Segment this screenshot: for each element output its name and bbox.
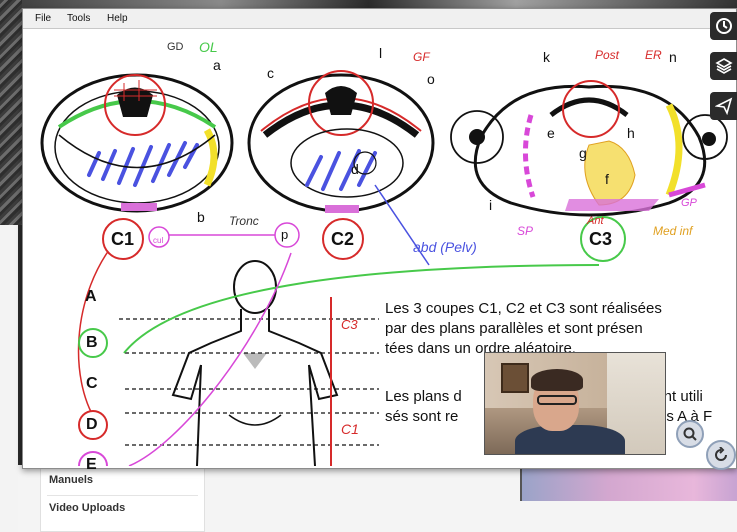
note-ol: OL	[199, 37, 218, 57]
webcam-person-body	[515, 425, 625, 455]
menu-file[interactable]: File	[35, 13, 51, 24]
part-letter-l: l	[379, 43, 382, 63]
panel-link-video-uploads[interactable]: Video Uploads	[49, 502, 125, 514]
part-letter-c: c	[267, 63, 274, 83]
note-gd: GD	[167, 37, 184, 57]
menu-tools[interactable]: Tools	[67, 13, 90, 24]
paragraph2-line1a: Les plans d	[385, 387, 462, 407]
background-image-bottom-right	[520, 465, 737, 501]
plane-label-b: B	[86, 333, 98, 353]
part-letter-f: f	[605, 169, 609, 189]
label-c2: C2	[331, 229, 354, 249]
webcam-video[interactable]	[484, 352, 666, 455]
menu-panel: Manuels Video Uploads	[40, 468, 205, 532]
clock-icon	[715, 17, 733, 35]
layers-button[interactable]	[710, 52, 737, 80]
note-abd: abd (Pelv)	[413, 237, 477, 257]
background-page-left	[0, 225, 18, 532]
plane-label-a: A	[85, 287, 97, 307]
webcam-picture-frame	[501, 363, 529, 393]
part-letter-b: b	[197, 207, 205, 227]
background-image-left	[0, 0, 22, 225]
section-c2-drawing	[249, 71, 433, 213]
panel-link-manuels[interactable]: Manuels	[49, 474, 93, 486]
note-sp: SP	[517, 221, 533, 241]
webcam-person-hair	[531, 369, 583, 391]
webcam-person-glasses	[537, 395, 577, 405]
rotate-icon	[713, 447, 729, 463]
note-ant: Ant	[587, 211, 604, 231]
rotate-button[interactable]	[706, 440, 736, 470]
note-er: ER	[645, 45, 662, 65]
paper-plane-icon	[715, 97, 733, 115]
part-letter-g: g	[579, 143, 587, 163]
send-button[interactable]	[710, 92, 737, 120]
part-letter-e: e	[547, 123, 555, 143]
menu-help[interactable]: Help	[107, 13, 128, 24]
zoom-button[interactable]	[676, 420, 704, 448]
magnifier-icon	[682, 426, 698, 442]
paragraph1-line2: par des plans parallèles et sont présen	[385, 319, 643, 339]
part-letter-o: o	[427, 69, 435, 89]
panel-divider	[47, 495, 198, 496]
section-planes	[119, 319, 379, 445]
paragraph1-line1: Les 3 coupes C1, C2 et C3 sont réalisées	[385, 299, 662, 319]
note-c3-side: C3	[341, 315, 358, 335]
part-letter-p: p	[281, 225, 288, 245]
part-letter-d: d	[351, 159, 359, 179]
note-med-inf: Med inf	[653, 221, 692, 241]
layers-icon	[715, 57, 733, 75]
note-gf: GF	[413, 47, 430, 67]
section-c1-drawing	[42, 75, 232, 211]
background-image-top	[0, 0, 737, 8]
label-c1: C1	[111, 229, 134, 249]
label-c3: C3	[589, 229, 612, 249]
plane-label-c: C	[86, 374, 98, 394]
part-letter-n: n	[669, 47, 677, 67]
note-c1-side: C1	[341, 419, 359, 439]
note-tronc: Tronc	[229, 211, 259, 231]
history-button[interactable]	[710, 12, 737, 40]
note-gp: GP	[681, 193, 697, 213]
connector-p-e	[129, 253, 291, 466]
part-letter-i: i	[489, 195, 492, 215]
menu-bar: File Tools Help	[23, 9, 736, 29]
part-letter-a: a	[213, 55, 221, 75]
part-letter-k: k	[543, 47, 550, 67]
paragraph2-line2a: sés sont re	[385, 407, 458, 427]
part-letter-h: h	[627, 123, 635, 143]
note-small: cul	[153, 231, 163, 251]
plane-label-d: D	[86, 415, 98, 435]
plane-label-e: E	[86, 455, 97, 475]
note-post: Post	[595, 45, 619, 65]
